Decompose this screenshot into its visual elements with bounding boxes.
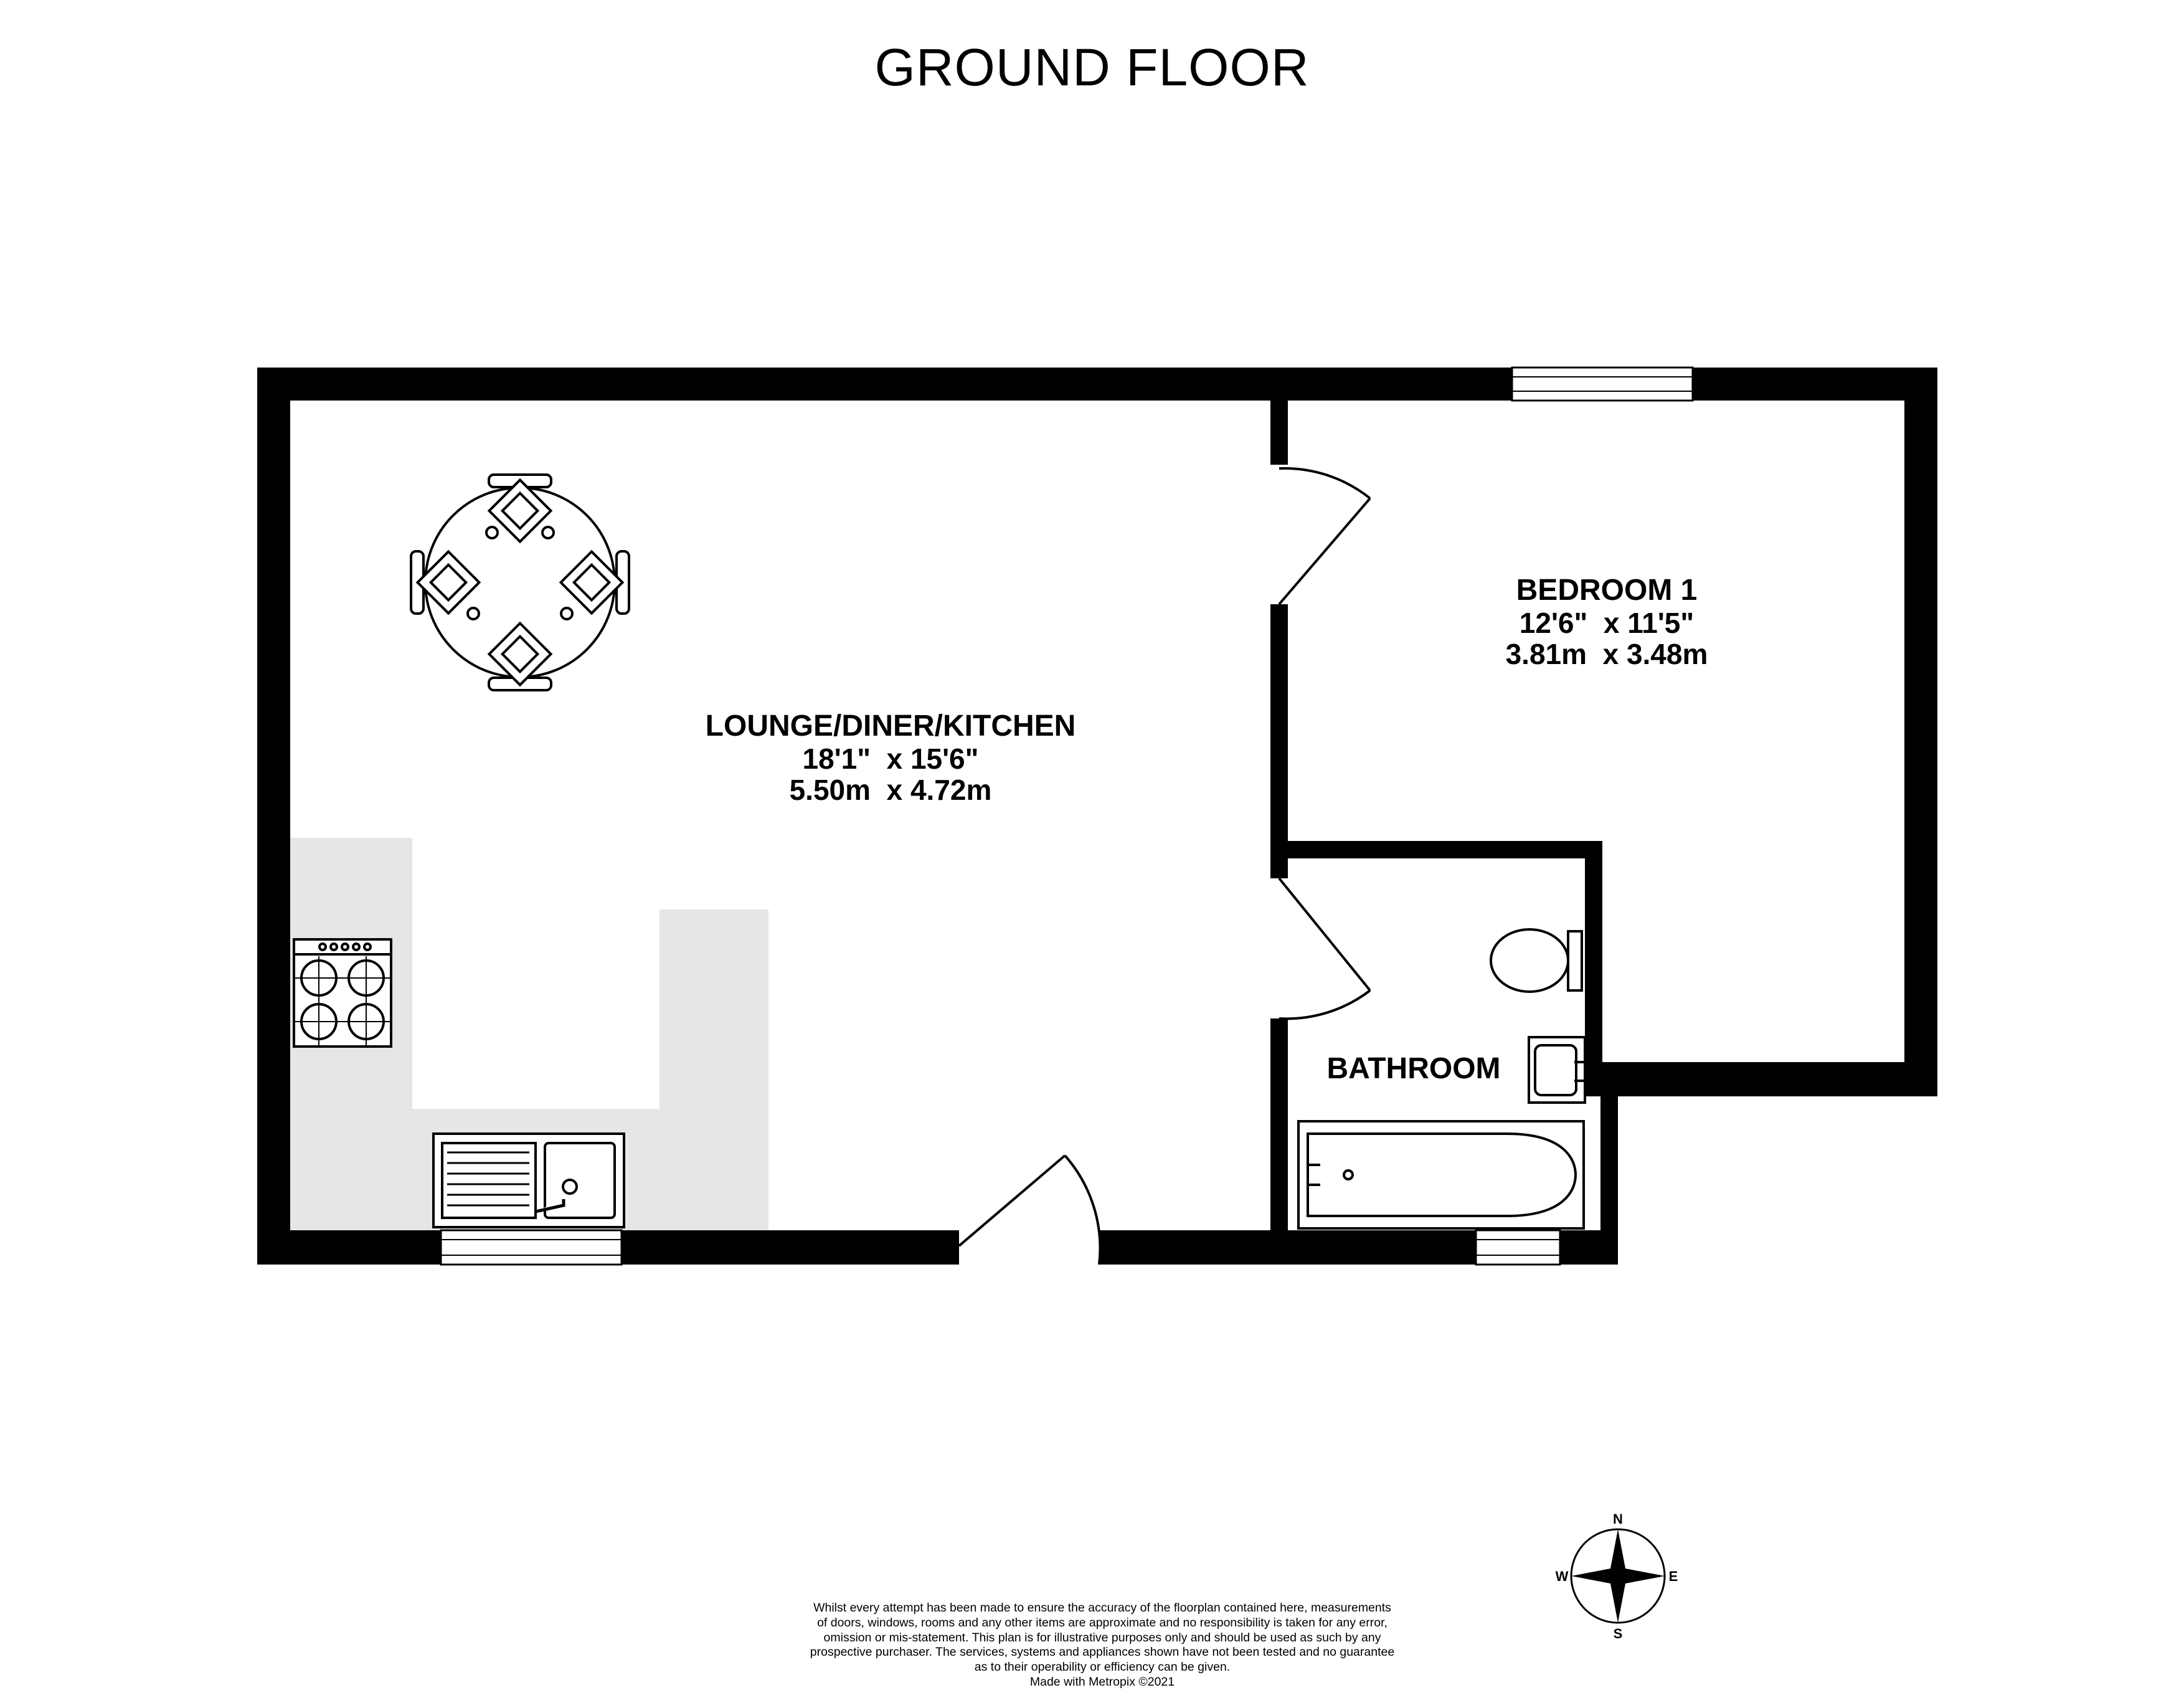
bedroom-metric: 3.81m x 3.48m (1505, 638, 1708, 671)
bedroom-label: BEDROOM 1 12'6" x 11'5" 3.81m x 3.48m (1420, 574, 1794, 670)
wall-bath-right-upper (1585, 841, 1602, 1096)
wall-top-bedroom-a (1270, 368, 1512, 401)
disclaimer-line: omission or mis-statement. This plan is … (823, 1630, 1381, 1645)
chair-right (559, 549, 630, 615)
dining-table (410, 473, 630, 691)
wall-bath-top (1270, 841, 1602, 858)
lounge-imperial: 18'1" x 15'6" (802, 742, 979, 775)
floor-title: GROUND FLOOR (874, 38, 1310, 97)
disclaimer-credit: Made with Metropix ©2021 (1029, 1674, 1175, 1689)
windows (440, 366, 1694, 1266)
compass-north: N (1613, 1511, 1623, 1527)
disclaimer-line: as to their operability or efficiency ca… (974, 1660, 1231, 1674)
wall-bottom-a (257, 1230, 441, 1265)
doors (958, 467, 1371, 1265)
bedroom-name: BEDROOM 1 (1516, 574, 1698, 607)
wall-bottom-bath-a (1270, 1230, 1476, 1265)
compass: N S W E (1554, 1511, 1680, 1641)
counter-right (659, 909, 768, 1109)
compass-west: W (1556, 1569, 1569, 1584)
disclaimer-line: Whilst every attempt has been made to en… (813, 1601, 1391, 1615)
wall-top-bedroom-b (1693, 368, 1937, 401)
door-bedroom (1278, 467, 1371, 605)
compass-star-icon (1571, 1529, 1665, 1623)
compass-south: S (1614, 1626, 1623, 1641)
basin (1528, 1036, 1586, 1104)
bathtub (1297, 1120, 1585, 1230)
wall-bath-right-lower (1600, 1062, 1618, 1265)
kitchen-sink (432, 1132, 625, 1228)
toilet (1490, 928, 1583, 993)
chair-bottom (487, 621, 553, 691)
bathroom-label: BATHROOM (1308, 1052, 1520, 1086)
window-kitchen (440, 1229, 623, 1266)
wall-top-left (257, 368, 1282, 401)
hob (293, 938, 392, 1048)
wall-partition-bath (1270, 1018, 1288, 1233)
wall-right (1904, 368, 1937, 1096)
lounge-name: LOUNGE/DINER/KITCHEN (705, 710, 1076, 743)
compass-east: E (1669, 1569, 1678, 1584)
chair-top (487, 473, 553, 544)
wall-left (257, 368, 290, 1265)
bedroom-imperial: 12'6" x 11'5" (1519, 606, 1695, 639)
bathroom-name: BATHROOM (1326, 1052, 1501, 1085)
window-bathroom (1475, 1229, 1561, 1266)
wall-bedroom-bottom (1600, 1062, 1937, 1096)
wall-partition-mid (1270, 604, 1288, 878)
wall-bottom-b (622, 1230, 959, 1265)
wall-bottom-c (1099, 1230, 1274, 1265)
lounge-metric: 5.50m x 4.72m (789, 774, 992, 807)
lounge-label: LOUNGE/DINER/KITCHEN 18'1" x 15'6" 5.50m… (641, 710, 1140, 806)
door-entrance (958, 1154, 1102, 1265)
disclaimer: Whilst every attempt has been made to en… (735, 1601, 1470, 1690)
wall-partition-top (1270, 401, 1288, 465)
disclaimer-line: of doors, windows, rooms and any other i… (817, 1615, 1387, 1630)
door-bathroom (1278, 877, 1371, 1020)
window-bedroom (1511, 366, 1694, 402)
disclaimer-line: prospective purchaser. The services, sys… (810, 1645, 1395, 1659)
walls (257, 368, 1937, 1265)
chair-left (410, 549, 481, 615)
